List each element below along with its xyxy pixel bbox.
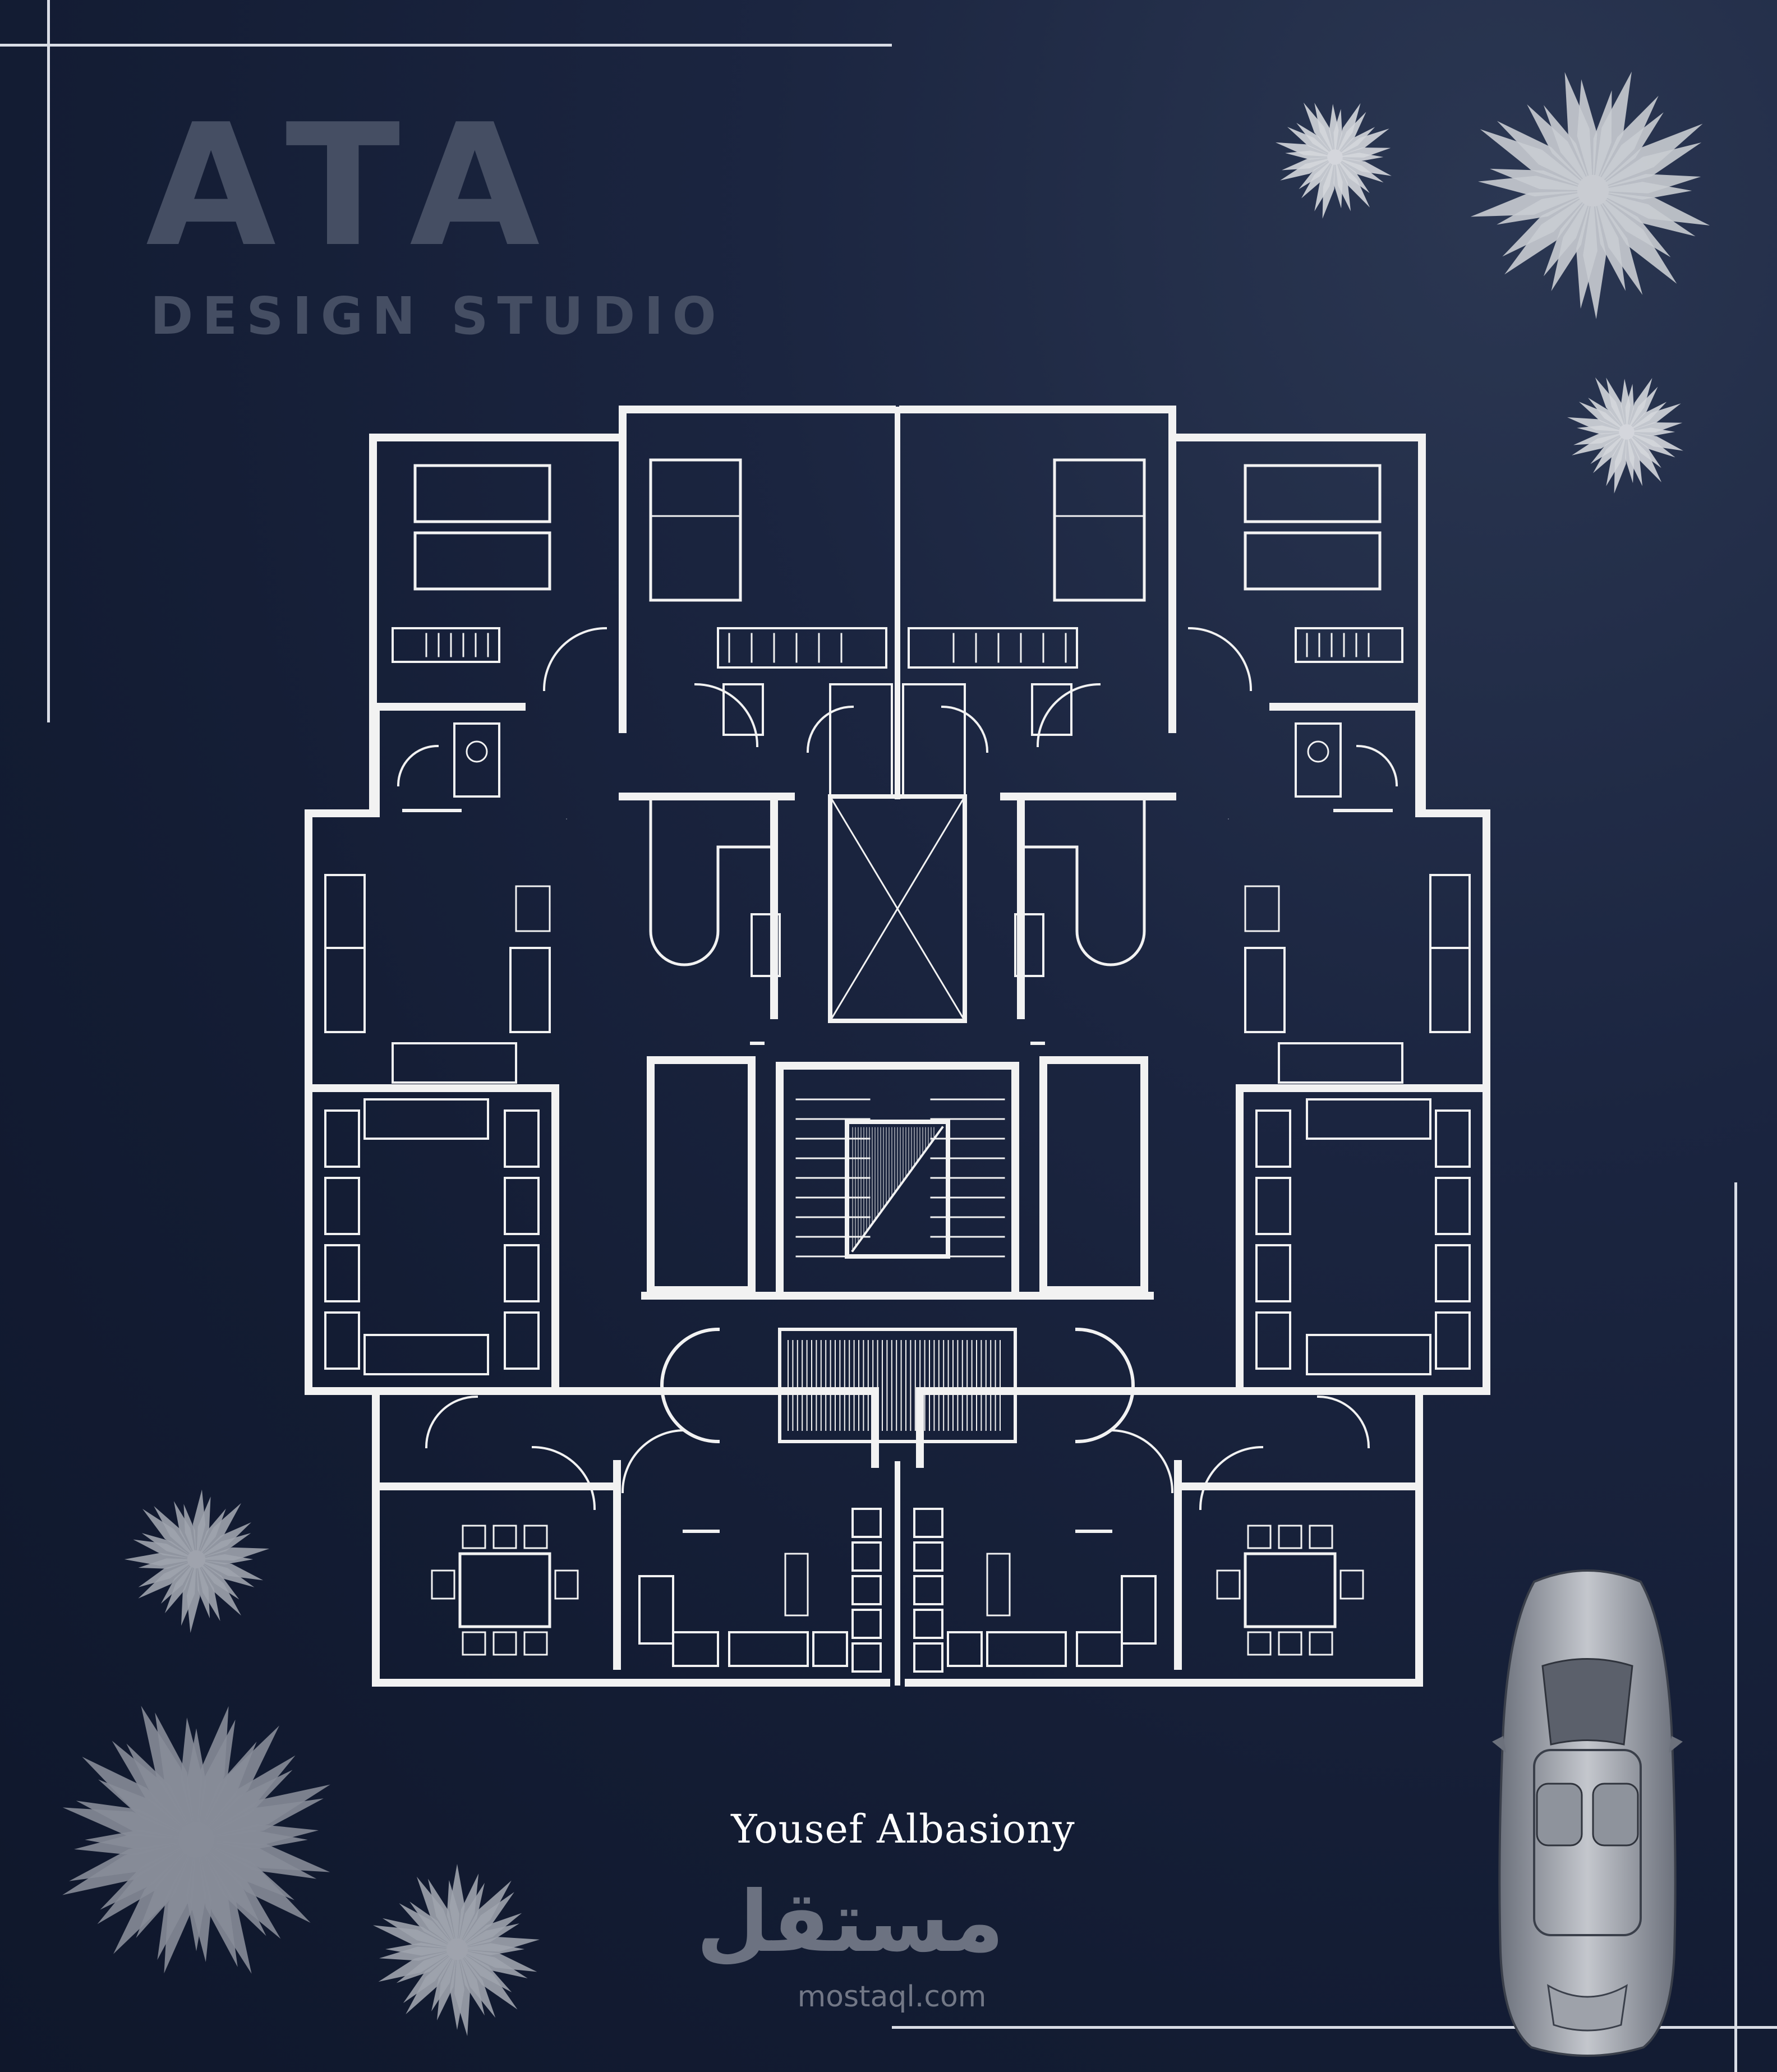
floor-plan [305, 406, 1490, 1687]
watermark-latin: mostaql.com [797, 1980, 987, 2014]
author-name: Yousef Albasiony [731, 1806, 1075, 1852]
frame-line-right [1734, 1182, 1737, 2072]
frame-line-top [0, 44, 892, 47]
tree-icon [1275, 102, 1392, 219]
frame-line-left [47, 0, 50, 722]
tree-icon [62, 1706, 330, 1974]
tree-icon [372, 1864, 540, 2036]
watermark-arabic: مستقل [696, 1873, 1004, 1971]
tree-icon [1470, 71, 1710, 320]
frame-line-bottom [892, 2026, 1777, 2029]
brand-subtitle: DESIGN STUDIO [150, 286, 725, 346]
logo-text: ATA [146, 104, 562, 255]
tree-icon [124, 1489, 270, 1633]
ata-logo: ATA [146, 104, 562, 255]
tree-icon [1567, 377, 1683, 494]
car-icon [1492, 1569, 1683, 2057]
